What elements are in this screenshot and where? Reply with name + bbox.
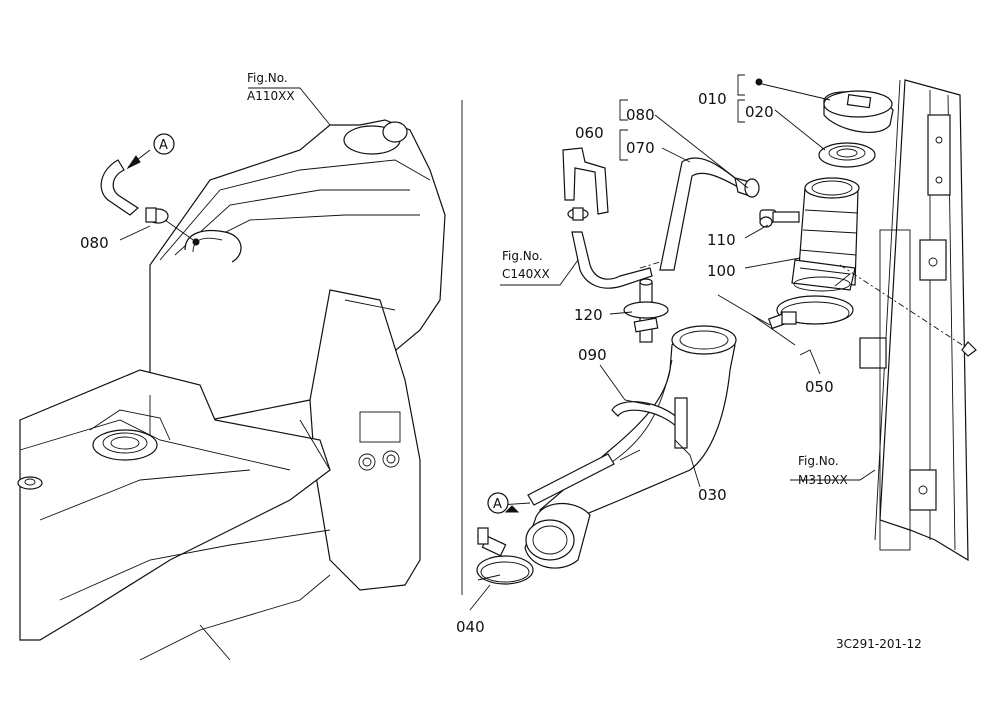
c140-bracket — [562, 147, 661, 289]
hose-clamp-040 — [476, 502, 534, 585]
fuel-cap — [755, 78, 894, 133]
connection-marker-bottom-label: A — [493, 497, 502, 512]
fig-ref-m310-line2: M310XX — [798, 473, 848, 487]
drawing-number: 3C291-201-12 — [836, 637, 922, 651]
fig-ref-m310-line1: Fig.No. — [798, 454, 839, 468]
callout-020: 020 — [745, 103, 774, 121]
callout-080-left: 080 — [80, 234, 109, 252]
vent-fitting — [759, 209, 800, 228]
callout-100: 100 — [707, 262, 736, 280]
callout-070: 070 — [626, 139, 655, 157]
fig-ref-a110-line1: Fig.No. — [247, 71, 288, 85]
fig-ref-c140-line1: Fig.No. — [502, 249, 543, 263]
callout-090: 090 — [578, 346, 607, 364]
leader-lines — [119, 74, 876, 611]
filler-pipe — [524, 325, 737, 569]
connection-marker-top-label: A — [159, 138, 168, 153]
connection-marker-bottom: A — [487, 492, 509, 514]
callout-040: 040 — [456, 618, 485, 636]
callout-080-right: 080 — [626, 106, 655, 124]
fuel-tank — [17, 100, 463, 661]
callout-050: 050 — [805, 378, 834, 396]
filler-collar — [818, 142, 876, 168]
vent-hose-left — [100, 149, 200, 246]
callout-120: 120 — [574, 306, 603, 324]
connection-marker-top: A — [153, 133, 175, 155]
filler-neck — [791, 177, 860, 292]
hose-clamp-050 — [768, 295, 854, 330]
fig-ref-c140-line2: C140XX — [502, 267, 550, 281]
callout-110: 110 — [707, 231, 736, 249]
callout-030: 030 — [698, 486, 727, 504]
frame-bracket — [859, 79, 969, 562]
callout-010: 010 — [698, 90, 727, 108]
callout-060: 060 — [575, 124, 604, 142]
vent-hose-assembly — [623, 157, 760, 343]
fig-ref-a110-line2: A110XX — [247, 89, 295, 103]
